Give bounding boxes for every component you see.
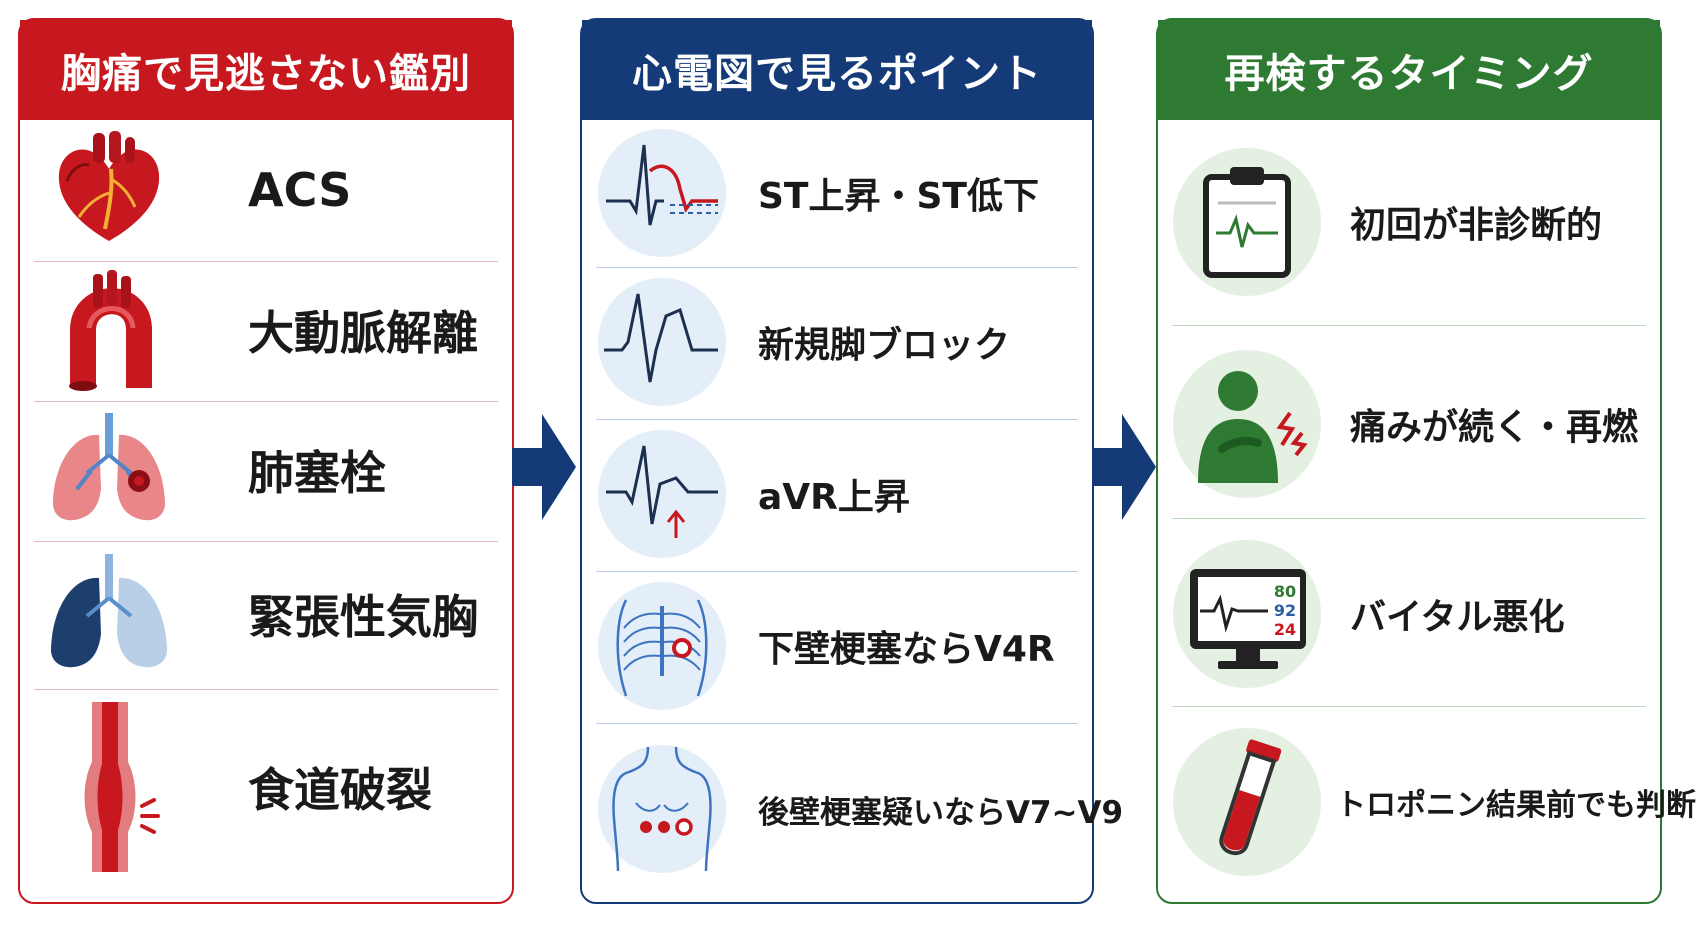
differential-item-label: 緊張性気胸 (248, 590, 478, 644)
retest-item-label: トロポニン結果前でも判断 (1336, 788, 1696, 823)
row-divider (596, 419, 1078, 420)
heart-icon (34, 126, 184, 254)
row-divider (34, 689, 498, 690)
ecg-panel: 心電図で見るポイント ST上昇・ST低下 新規脚ブロック (580, 18, 1123, 904)
ecg-item-label: 後壁梗塞疑いならV7~V9 (758, 794, 1124, 831)
differential-item-label: ACS (248, 163, 352, 217)
differential-item-label: 肺塞栓 (248, 446, 386, 500)
ecg-item-v7-v9: 後壁梗塞疑いならV7~V9 (596, 727, 1123, 891)
ecg-item-v4r: 下壁梗塞ならV4R (596, 575, 1078, 717)
ecg-item-new-bbb: 新規脚ブロック (596, 271, 1078, 413)
ecg-item-label: 下壁梗塞ならV4R (758, 629, 1055, 670)
monitor-value-hr: 80 (1274, 582, 1296, 601)
clipboard-ecg-icon (1172, 147, 1322, 297)
differential-item-label: 食道破裂 (248, 763, 432, 817)
lungs-clot-icon (34, 406, 184, 534)
arrow-right-icon (512, 414, 576, 520)
bundle-branch-block-ecg-icon (596, 276, 728, 408)
blood-tube-icon (1172, 727, 1322, 877)
retest-panel: 再検するタイミング 初回が非診断的 (1156, 18, 1696, 904)
ecg-item-label: aVR上昇 (758, 477, 910, 518)
retest-item-label: バイタル悪化 (1350, 597, 1565, 638)
back-torso-v7-v9-icon (596, 743, 728, 875)
retest-item-persistent-pain: 痛みが続く・再燃 (1172, 334, 1646, 514)
retest-item-label: 痛みが続く・再燃 (1350, 407, 1639, 448)
row-divider (596, 723, 1078, 724)
differential-item-aortic-dissection: 大動脈解離 (34, 266, 498, 394)
ecg-item-avr-elevation: aVR上昇 (596, 423, 1078, 565)
retest-item-nondiagnostic: 初回が非診断的 (1172, 132, 1646, 312)
row-divider (1172, 518, 1646, 519)
differential-title: 胸痛で見逃さない鑑別 (20, 20, 512, 120)
ecg-title: 心電図で見るポイント (582, 20, 1092, 120)
row-divider (34, 401, 498, 402)
differential-item-label: 大動脈解離 (248, 306, 478, 360)
aorta-icon (34, 266, 184, 394)
row-divider (1172, 706, 1646, 707)
esophagus-icon (34, 697, 184, 877)
monitor-value-spo2: 92 (1274, 601, 1296, 620)
row-divider (1172, 325, 1646, 326)
ecg-item-st-change: ST上昇・ST低下 (596, 124, 1078, 262)
retest-item-before-troponin: トロポニン結果前でも判断 (1172, 714, 1696, 890)
chest-pain-person-icon (1172, 349, 1322, 499)
differential-panel: 胸痛で見逃さない鑑別 ACS (18, 18, 514, 904)
differential-item-esophageal-rupture: 食道破裂 (34, 694, 498, 880)
row-divider (34, 541, 498, 542)
ecg-item-label: 新規脚ブロック (758, 325, 1011, 366)
collapsed-lung-icon (34, 550, 184, 678)
differential-item-pulmonary-embolism: 肺塞栓 (34, 406, 498, 534)
retest-title: 再検するタイミング (1158, 20, 1660, 120)
retest-item-label: 初回が非診断的 (1350, 205, 1603, 246)
monitor-value-rr: 24 (1274, 620, 1296, 639)
chest-ribs-v4r-icon (596, 580, 728, 712)
retest-item-vitals-worsening: 80 92 24 バイタル悪化 (1172, 526, 1646, 702)
st-change-ecg-icon (596, 127, 728, 259)
row-divider (596, 267, 1078, 268)
row-divider (596, 571, 1078, 572)
vital-monitor-icon: 80 92 24 (1172, 539, 1322, 689)
differential-item-tension-pneumothorax: 緊張性気胸 (34, 546, 498, 682)
differential-item-acs: ACS (34, 126, 498, 254)
ecg-item-label: ST上昇・ST低下 (758, 176, 1039, 217)
row-divider (34, 261, 498, 262)
arrow-right-icon (1092, 414, 1156, 520)
avr-elevation-ecg-icon (596, 428, 728, 560)
